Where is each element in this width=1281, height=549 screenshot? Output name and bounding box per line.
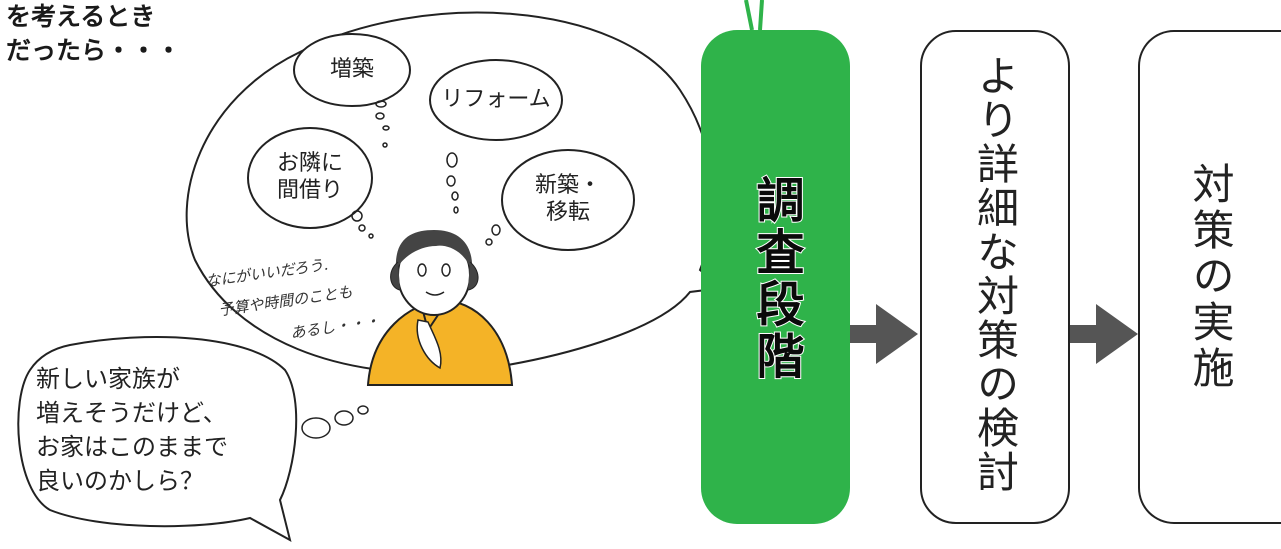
heading-line-1: を考えるとき (6, 2, 156, 31)
option-rebuild-line-1: 新築・ (534, 173, 601, 198)
flow-arrow-2 (1070, 304, 1138, 364)
thought-bubble-extension (293, 33, 411, 107)
thought-bubble-borrow (247, 127, 373, 229)
speech-line-3: お家はこのままで (36, 433, 228, 461)
step-detailed-review-label: より詳細な対策の検討 (970, 54, 1020, 494)
step-implementation-label: 対策の実施 (1186, 162, 1235, 392)
step-detailed-review: より詳細な対策の検討 (920, 30, 1070, 524)
speech-line-4: 良いのかしら？ (36, 467, 204, 495)
heading: を考えるとき だったら・・・ (6, 0, 181, 68)
option-borrow-line-1: お隣に (276, 151, 343, 176)
option-reform-label: リフォーム (441, 87, 551, 112)
speech-bubble (17, 336, 298, 542)
step-survey: 調査段階 (701, 30, 850, 524)
speech-bubble-text: 新しい家族が 増えそうだけど、 お家はこのままで 良いのかしら？ (36, 362, 228, 498)
heading-line-2: だったら・・・ (6, 36, 182, 65)
connector-line (744, 0, 764, 31)
thought-dots (301, 100, 501, 439)
speech-line-2: 増えそうだけど、 (36, 399, 227, 427)
option-borrow-label: お隣に 間借り (250, 150, 370, 204)
step-survey-label: 調査段階 (747, 174, 805, 384)
flow-arrow-1 (850, 304, 918, 364)
thought-bubble-reform (429, 59, 563, 141)
option-extension-label: 増築 (329, 57, 374, 82)
option-borrow-line-2: 間借り (276, 178, 343, 203)
option-rebuild-line-2: 移転 (545, 200, 590, 225)
thought-bubble-rebuild (501, 149, 635, 251)
speech-line-1: 新しい家族が (36, 365, 180, 393)
woman-illustration (366, 230, 514, 386)
step-implementation: 対策の実施 (1138, 30, 1281, 524)
option-rebuild-label: 新築・ 移転 (510, 172, 626, 226)
